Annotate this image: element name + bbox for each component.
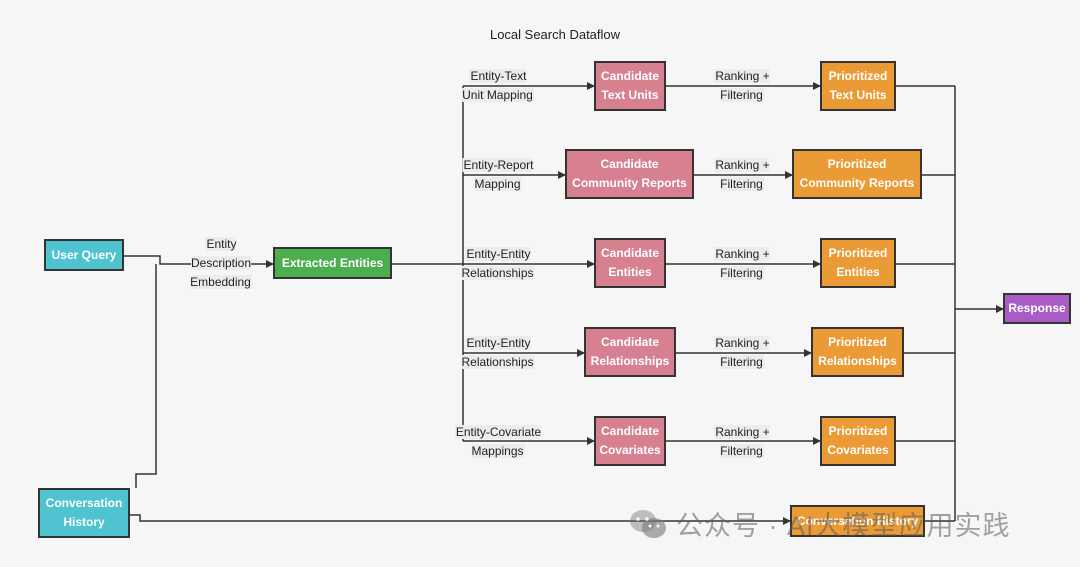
node-prioritized-covariates: Prioritized Covariates [820, 416, 896, 466]
edge-label-covariate-mappings: Entity-Covariate Mappings [454, 425, 542, 458]
edge-label-ranking-entities: Ranking + Filtering [714, 247, 770, 280]
edge-label-ranking-relationships: Ranking + Filtering [714, 336, 770, 369]
node-conversation-history-output: Conversation History [790, 505, 925, 537]
edge-label-text-unit-mapping: Entity-Text Unit Mapping [462, 69, 534, 102]
node-conversation-history: Conversation History [38, 488, 130, 538]
edge-label-ranking-text: Ranking + Filtering [714, 69, 770, 102]
node-candidate-community-reports: Candidate Community Reports [565, 149, 694, 199]
node-prioritized-entities: Prioritized Entities [820, 238, 896, 288]
node-prioritized-community-reports: Prioritized Community Reports [792, 149, 922, 199]
watermark-text: 公众号 · AI大模型应用实践 [676, 511, 1011, 541]
node-extracted-entities: Extracted Entities [273, 247, 392, 279]
node-prioritized-relationships: Prioritized Relationships [811, 327, 904, 377]
edge-label-ranking-reports: Ranking + Filtering [714, 158, 770, 191]
node-user-query: User Query [44, 239, 124, 271]
edge-label-entity-relationships-2: Entity-Entity Relationships [461, 336, 535, 369]
node-candidate-entities: Candidate Entities [594, 238, 666, 288]
node-candidate-text-units: Candidate Text Units [594, 61, 666, 111]
wechat-icon [630, 509, 666, 538]
edge-history-bottom [130, 514, 791, 525]
edge-label-embedding: Entity Description Embedding [190, 237, 252, 289]
node-prioritized-text-units: Prioritized Text Units [820, 61, 896, 111]
edge-label-entity-relationships-1: Entity-Entity Relationships [461, 247, 535, 280]
watermark: 公众号 · AI大模型应用实践 [628, 504, 1011, 543]
edge-label-report-mapping: Entity-Report Mapping [462, 158, 534, 191]
node-candidate-relationships: Candidate Relationships [584, 327, 676, 377]
diagram-title: Local Search Dataflow [489, 27, 621, 42]
node-candidate-covariates: Candidate Covariates [594, 416, 666, 466]
edge-history-to-query [135, 264, 157, 488]
edge-label-ranking-covariates: Ranking + Filtering [714, 425, 770, 458]
node-response: Response [1003, 293, 1071, 324]
